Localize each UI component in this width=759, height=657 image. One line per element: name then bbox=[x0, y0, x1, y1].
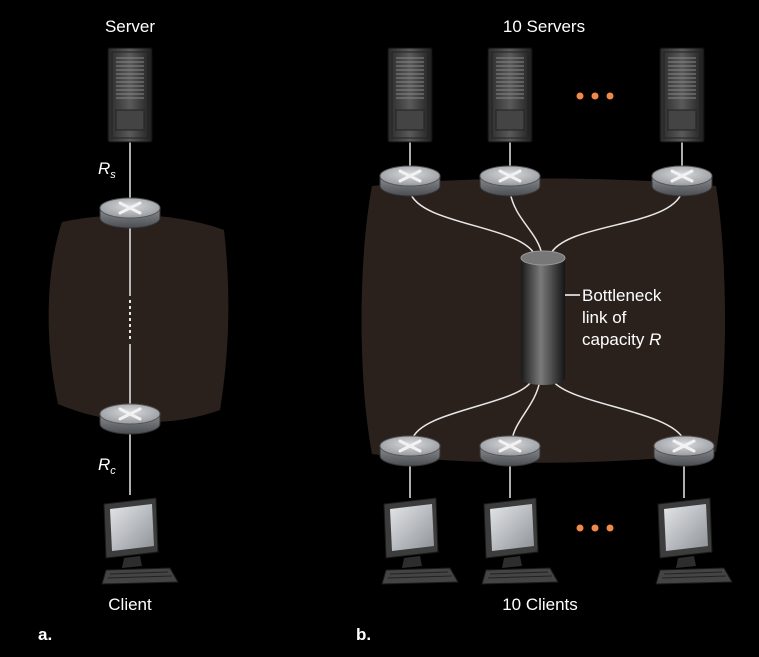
panel-b: 10 Servers Bottleneck link of capacity R bbox=[356, 17, 733, 644]
bottleneck-label-line1: Bottleneck bbox=[582, 286, 662, 305]
rs-label: Rs bbox=[98, 159, 116, 181]
router-icon-b-top1 bbox=[378, 164, 442, 198]
clients-ellipsis-icon bbox=[576, 524, 614, 532]
bottleneck-pipe bbox=[520, 250, 566, 385]
router-icon-top-a bbox=[98, 196, 162, 230]
caption-a: a. bbox=[38, 625, 52, 644]
network-cloud-a bbox=[48, 215, 229, 423]
router-icon-b-bottom1 bbox=[378, 434, 442, 468]
downlink-b2 bbox=[511, 379, 541, 441]
router-icon-b-bottom2 bbox=[478, 434, 542, 468]
servers-label: 10 Servers bbox=[503, 17, 585, 36]
router-icon-b-top2 bbox=[478, 164, 542, 198]
server-icon-b3 bbox=[659, 47, 705, 143]
client-computer-icon bbox=[101, 497, 179, 585]
client-computer-icon-b2 bbox=[481, 497, 559, 585]
uplink-b3 bbox=[549, 191, 683, 256]
bottleneck-label-line3: capacity R bbox=[582, 330, 661, 349]
router-icon-b-bottom3 bbox=[652, 434, 716, 468]
uplink-b1 bbox=[409, 191, 536, 256]
server-icon bbox=[107, 47, 153, 143]
client-computer-icon-b3 bbox=[655, 497, 733, 585]
rc-label: Rc bbox=[98, 455, 116, 477]
downlink-b3 bbox=[551, 379, 685, 441]
client-computer-icon-b1 bbox=[381, 497, 459, 585]
router-icon-b-top3 bbox=[650, 164, 714, 198]
clients-label: 10 Clients bbox=[502, 595, 578, 614]
server-label: Server bbox=[105, 17, 155, 36]
client-label: Client bbox=[108, 595, 152, 614]
panel-a: Server Rs Rc Client a. bbox=[38, 17, 229, 644]
caption-b: b. bbox=[356, 625, 371, 644]
servers-ellipsis-icon bbox=[576, 92, 614, 100]
router-icon-bottom-a bbox=[98, 402, 162, 436]
uplink-b2 bbox=[509, 191, 543, 256]
server-icon-b1 bbox=[387, 47, 433, 143]
server-icon-b2 bbox=[487, 47, 533, 143]
downlink-b1 bbox=[411, 379, 533, 441]
bottleneck-label-line2: link of bbox=[582, 308, 627, 327]
